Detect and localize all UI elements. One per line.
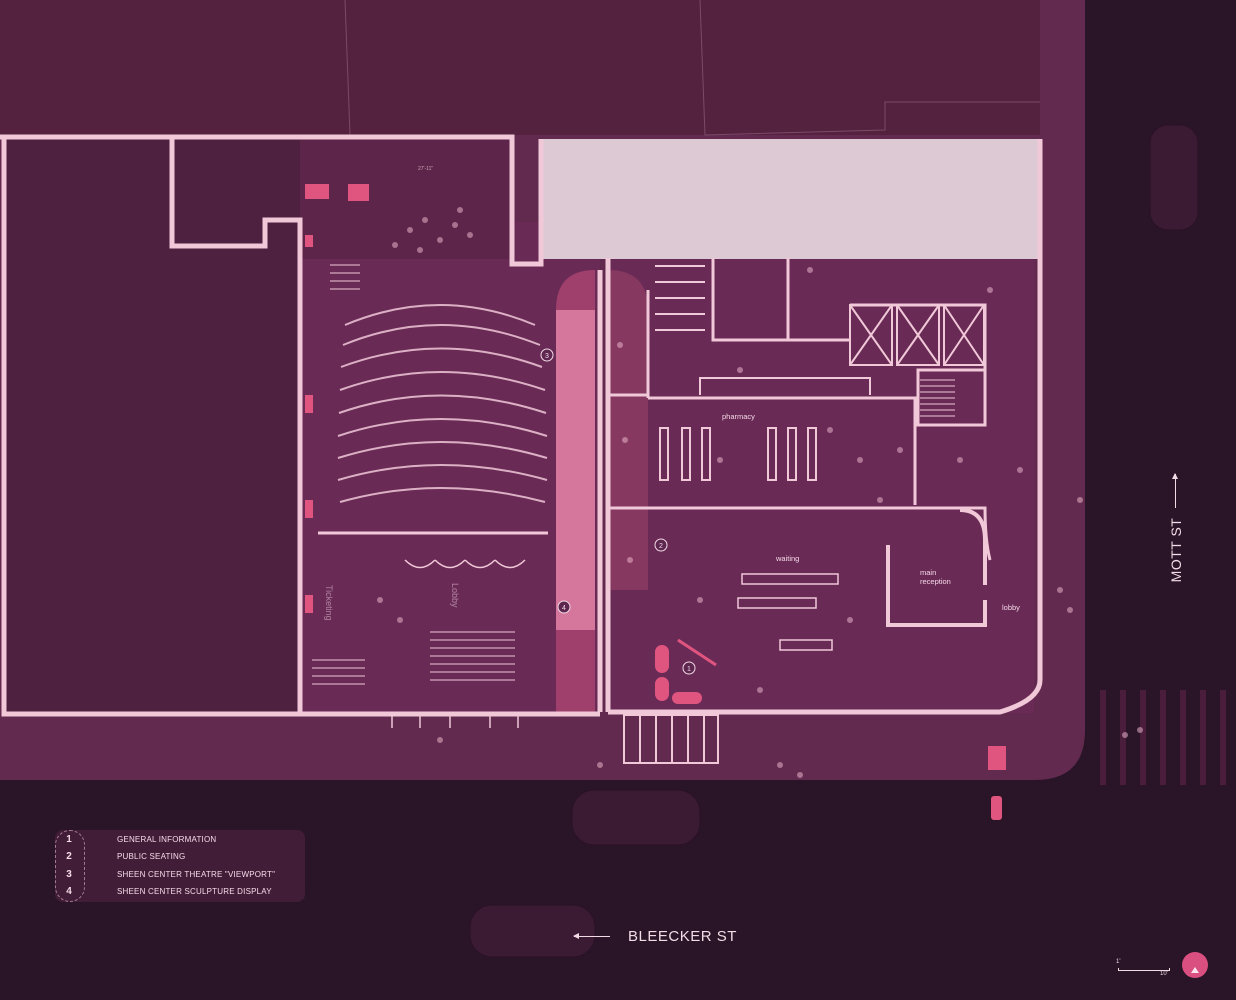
marker-public-seating[interactable]: 2: [654, 538, 668, 552]
theatre-backstage: [300, 139, 512, 259]
room-label-ticketing: Ticketing: [324, 585, 334, 621]
street-label-mott: MOTT ST: [1168, 517, 1184, 583]
legend-item: 4 SHEEN CENTER SCULPTURE DISPLAY: [55, 883, 305, 900]
scale-bar-line: [1118, 968, 1170, 971]
room-label-theatre-lobby: Lobby: [450, 583, 460, 608]
svg-text:1: 1: [687, 666, 691, 673]
legend-number: 4: [66, 886, 72, 897]
elevator-bank: [849, 304, 985, 366]
arrow-left-icon: [573, 933, 610, 939]
room-label-waiting: waiting: [775, 554, 799, 563]
marker-sculpture-display[interactable]: 4: [557, 600, 571, 614]
info-desk-line: [677, 638, 717, 667]
room-label-main-reception: reception: [920, 577, 951, 586]
viewport-highlight: [556, 310, 595, 630]
scale-end-label: 10': [1160, 971, 1168, 977]
legend-number: 3: [66, 869, 72, 880]
storefront-doors: [391, 714, 519, 728]
legend-number-pill: [55, 830, 85, 902]
svg-text:4: 4: [562, 605, 566, 612]
people-figures: [377, 207, 1143, 778]
waiting-seats: [737, 573, 839, 651]
arrow-up-icon: [1172, 473, 1178, 508]
north-arrow-icon: [1180, 950, 1210, 980]
marker-theatre-viewport[interactable]: 3: [540, 348, 554, 362]
accent-fixtures: [305, 184, 1006, 820]
legend-number: 2: [66, 851, 72, 862]
north-disc: [1182, 952, 1208, 978]
legend-label: SHEEN CENTER THEATRE "VIEWPORT": [117, 870, 276, 879]
lobby-doors: [404, 559, 526, 569]
ramp-stripes: [655, 265, 705, 331]
dimension-note: 27'-11": [418, 166, 433, 172]
room-label-pharmacy: pharmacy: [722, 412, 755, 421]
legend-number: 1: [66, 834, 72, 845]
legend-label: GENERAL INFORMATION: [117, 835, 217, 844]
legend-label: SHEEN CENTER SCULPTURE DISPLAY: [117, 887, 272, 896]
lot-line: [699, 0, 1040, 136]
theatre-stair: [312, 264, 515, 685]
room-label-lobby: lobby: [1002, 603, 1020, 612]
scale-start-label: 1': [1116, 959, 1121, 965]
lot-line: [344, 0, 351, 136]
entrance-steps: [623, 714, 719, 764]
svg-text:3: 3: [545, 353, 549, 360]
car-silhouette: [469, 124, 1199, 958]
theatre-seating: [337, 304, 548, 503]
crosswalk: [1100, 690, 1226, 785]
marker-general-information[interactable]: 1: [682, 661, 696, 675]
legend-item: 3 SHEEN CENTER THEATRE "VIEWPORT": [55, 866, 305, 883]
viewport-corridor-east: [608, 270, 648, 590]
street-label-bleecker: BLEECKER ST: [628, 928, 737, 945]
neighbor-lot-north: [0, 0, 1040, 135]
svg-text:2: 2: [659, 543, 663, 550]
scale-bar: 1' 10': [1116, 959, 1172, 979]
legend-item: 2 PUBLIC SEATING: [55, 848, 305, 865]
theatre-floor: [300, 222, 600, 712]
room-label-main-reception: main: [920, 568, 936, 577]
legend-item: 1 GENERAL INFORMATION: [55, 831, 305, 848]
north-pointer: [1191, 967, 1199, 973]
light-court: [541, 139, 1041, 259]
reception-desk: [886, 508, 987, 627]
stair: [920, 379, 955, 417]
legend-panel: 1 GENERAL INFORMATION 2 PUBLIC SEATING 3…: [55, 830, 305, 902]
legend-label: PUBLIC SEATING: [117, 852, 186, 861]
pharmacy-shelving: [659, 377, 871, 481]
west-building: [4, 139, 300, 714]
